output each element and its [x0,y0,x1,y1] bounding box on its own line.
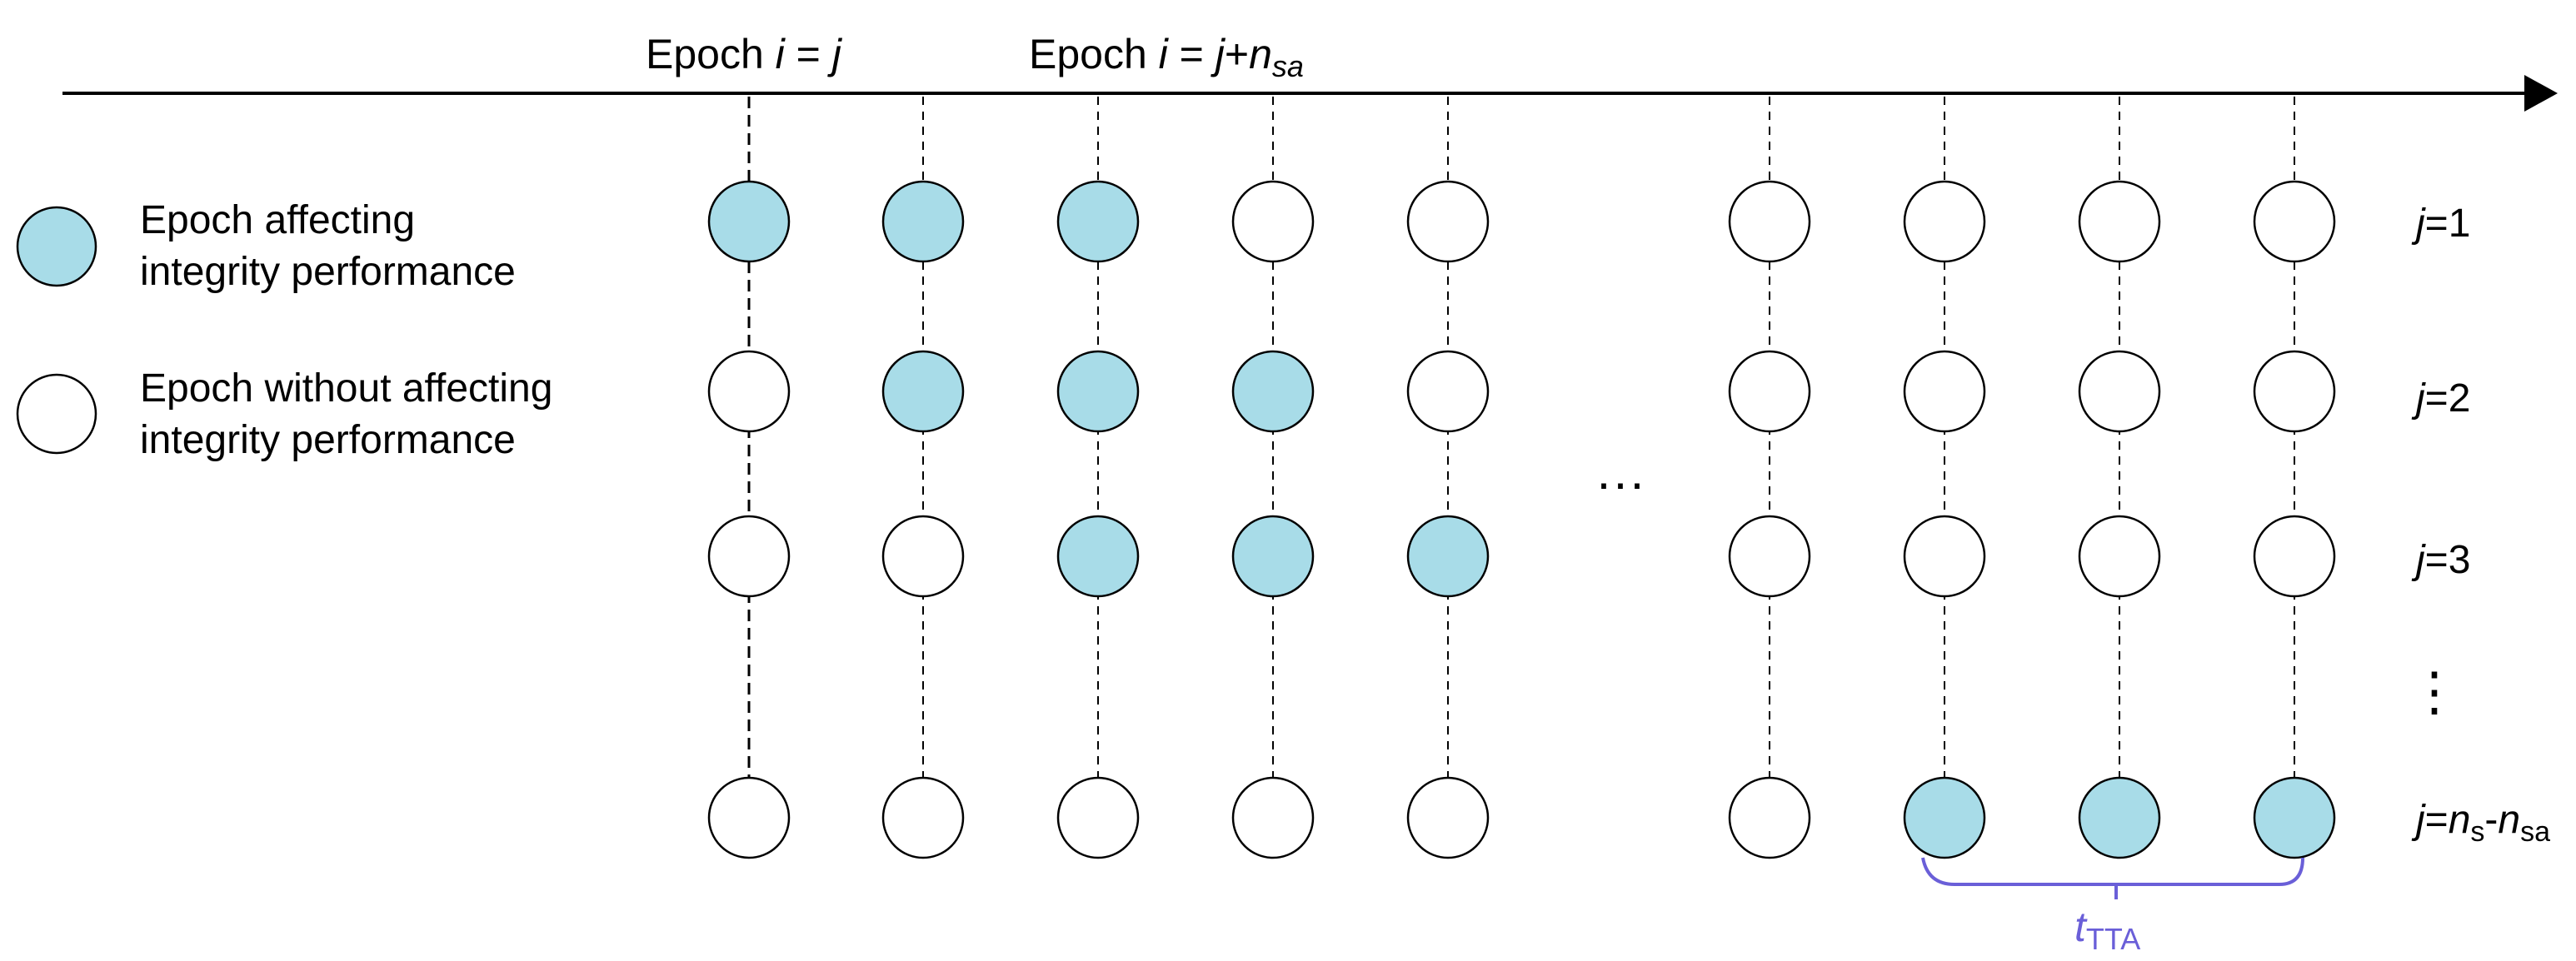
epoch-circle-r3-c1 [707,515,791,598]
legend-filled-circle [16,206,97,287]
legend-empty-circle [16,373,97,455]
epoch-circles [707,180,2336,859]
timeline-arrowhead [2524,75,2558,112]
tta-label: tTTA [2074,904,2140,956]
epoch-circle-r1-c8 [2078,180,2161,263]
epoch-circle-r3-c2 [881,515,965,598]
row-label-j3: j=3 [2411,538,2470,582]
legend-filled-text-line1: Epoch affecting [140,198,415,242]
epoch-circle-r4-c3 [1056,776,1140,859]
epoch-circle-r3-c9 [2253,515,2336,598]
epoch-circle-r1-c3 [1056,180,1140,263]
row-label-jlast: j=ns-nsa [2411,798,2550,848]
epoch-circle-r4-c4 [1231,776,1315,859]
epoch-circle-r2-c3 [1056,350,1140,433]
tta-bracket [1921,857,2304,886]
epoch-circle-r4-c1 [707,776,791,859]
epoch-circle-r1-c5 [1406,180,1490,263]
epoch-circle-r2-c4 [1231,350,1315,433]
epoch-circle-r4-c7 [1903,776,1986,859]
epoch-circle-r3-c7 [1903,515,1986,598]
epoch-circle-r1-c4 [1231,180,1315,263]
epoch-circle-r4-c2 [881,776,965,859]
epoch-circle-r2-c9 [2253,350,2336,433]
epoch-circle-r1-c6 [1728,180,1811,263]
epoch-circle-r2-c2 [881,350,965,433]
epoch-circle-r2-c8 [2078,350,2161,433]
epoch-j-plus-nsa-label: Epoch i = j+nsa [1029,31,1304,83]
epoch-circle-r3-c3 [1056,515,1140,598]
horizontal-ellipsis: ··· [1595,455,1645,510]
epoch-circle-r3-c5 [1406,515,1490,598]
row-label-j1: j=1 [2411,202,2470,246]
epoch-circle-r3-c4 [1231,515,1315,598]
row-label-j2: j=2 [2411,376,2470,421]
epoch-circle-r3-c8 [2078,515,2161,598]
legend-empty-text-line2: integrity performance [140,418,516,462]
epoch-circle-r1-c2 [881,180,965,263]
legend-filled-text-line2: integrity performance [140,250,516,294]
epoch-circle-r4-c6 [1728,776,1811,859]
epoch-circle-r1-c7 [1903,180,1986,263]
epoch-circle-r4-c9 [2253,776,2336,859]
epoch-circle-r2-c7 [1903,350,1986,433]
epoch-circle-r1-c1 [707,180,791,263]
epoch-circle-r2-c5 [1406,350,1490,433]
epoch-circle-r1-c9 [2253,180,2336,263]
dashed-guides [747,97,2295,818]
epoch-circle-r4-c5 [1406,776,1490,859]
epoch-j-label: Epoch i = j [646,31,843,77]
epoch-circle-r2-c1 [707,350,791,433]
legend-empty-text-line1: Epoch without affecting [140,366,552,411]
vertical-ellipsis: ⋮ [2408,661,2461,721]
epoch-circle-r4-c8 [2078,776,2161,859]
epoch-circle-r3-c6 [1728,515,1811,598]
epoch-circle-r2-c6 [1728,350,1811,433]
